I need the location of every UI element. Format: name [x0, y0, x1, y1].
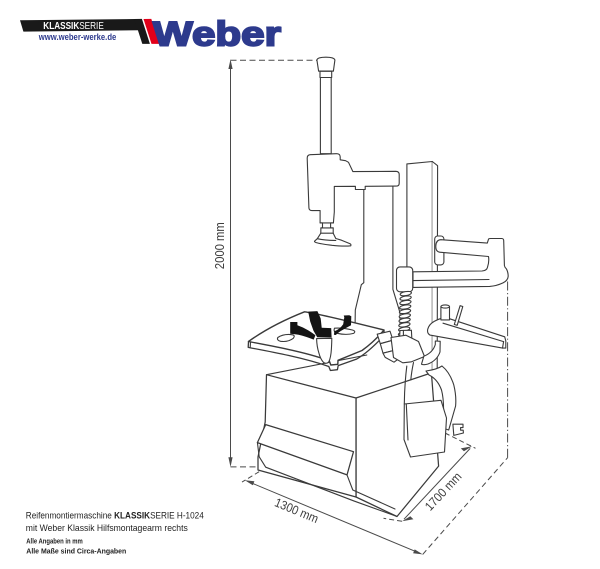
- svg-text:Alle Angaben in mm: Alle Angaben in mm: [26, 537, 83, 546]
- svg-text:www.weber-werke.de: www.weber-werke.de: [38, 32, 116, 42]
- svg-text:Reifenmontiermaschine KLASSIKS: Reifenmontiermaschine KLASSIKSERIE H-102…: [26, 510, 204, 520]
- svg-text:Alle Maße sind Circa-Angaben: Alle Maße sind Circa-Angaben: [26, 547, 126, 556]
- svg-text:Weber: Weber: [153, 15, 281, 53]
- svg-text:2000 mm: 2000 mm: [213, 222, 227, 269]
- svg-text:KLASSIKSERIE: KLASSIKSERIE: [43, 21, 104, 32]
- svg-text:mit Weber Klassik Hilfsmontage: mit Weber Klassik Hilfsmontagearm rechts: [26, 523, 188, 533]
